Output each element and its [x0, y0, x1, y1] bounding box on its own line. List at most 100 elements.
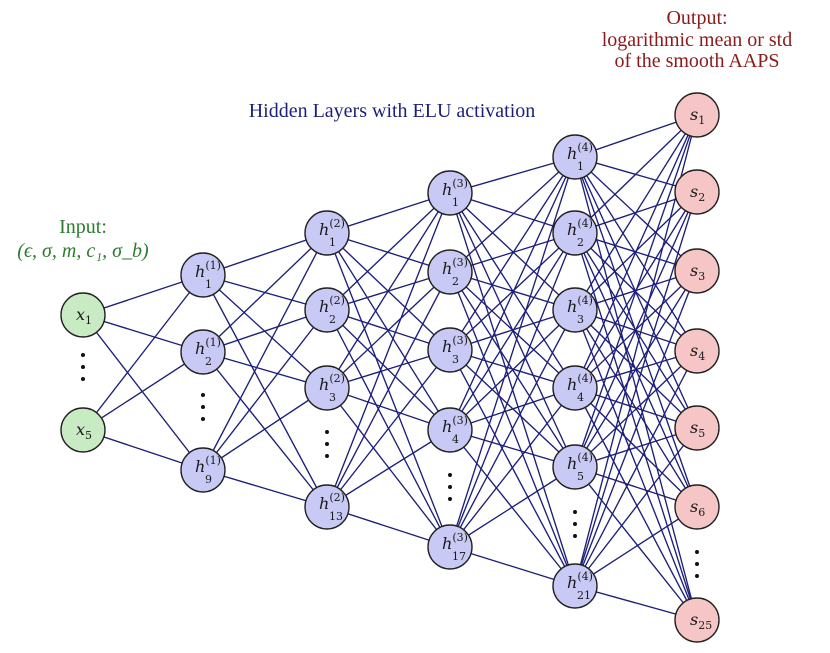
node-layer-superscript: (2): [329, 372, 345, 385]
node-layer-superscript: (4): [577, 372, 593, 385]
ellipsis-dot: [695, 550, 699, 554]
node-h2-h3: h(2)3: [304, 365, 350, 411]
node-circle: [304, 484, 350, 530]
ellipsis-dot: [325, 430, 329, 434]
node-layer-superscript: (4): [577, 451, 593, 464]
edge-h1-2-to-h2-1: [202, 309, 328, 471]
h4-ellipsis: [573, 510, 577, 538]
edge-h1-1-to-h2-0: [202, 232, 328, 353]
node-subscript: 3: [577, 313, 584, 326]
node-h2-h13: h(2)13: [304, 484, 350, 530]
edge-h4-5-to-out-2: [574, 270, 698, 587]
edge-h4-1-to-out-0: [574, 114, 698, 234]
node-subscript: 2: [452, 275, 459, 288]
input-ellipsis: [81, 353, 85, 381]
ellipsis-dot: [573, 522, 577, 526]
edge-h4-2-to-out-6: [574, 309, 698, 621]
node-subscript: 25: [698, 619, 712, 632]
ellipsis-dot: [695, 574, 699, 578]
edge-h4-4-to-out-0: [574, 114, 698, 468]
ellipsis-dot: [201, 417, 205, 421]
node-circle: [674, 169, 720, 215]
edges-group: [82, 114, 698, 621]
input-heading: Input:: [59, 216, 107, 238]
node-subscript: 2: [698, 191, 705, 204]
edge-h4-5-to-out-5: [574, 506, 698, 587]
node-subscript: 9: [205, 473, 212, 486]
node-out-s6: s6: [674, 484, 720, 530]
edge-h4-0-to-out-2: [574, 156, 698, 272]
node-layer-superscript: (1): [205, 259, 221, 272]
node-subscript: 3: [452, 353, 459, 366]
node-subscript: 2: [329, 313, 336, 326]
node-circle: [674, 405, 720, 451]
edge-h2-3-to-h3-1: [326, 271, 451, 508]
node-layer-superscript: (2): [329, 491, 345, 504]
ellipsis-dot: [201, 393, 205, 397]
h3-ellipsis: [448, 473, 452, 501]
edge-h2-3-to-h3-2: [326, 349, 451, 508]
ellipsis-dot: [448, 497, 452, 501]
edge-h2-1-to-h3-0: [326, 192, 451, 311]
node-layer-superscript: (3): [452, 256, 468, 269]
node-circle: [674, 92, 720, 138]
node-circle: [427, 407, 473, 453]
node-subscript: 2: [577, 236, 584, 249]
node-circle: [180, 447, 226, 493]
node-out-s2: s2: [674, 169, 720, 215]
ellipsis-dot: [325, 454, 329, 458]
edge-h4-5-to-out-3: [574, 350, 698, 587]
node-subscript: 5: [698, 427, 705, 440]
input-variables: (ϵ, σ, m, c₁, σ_b): [17, 240, 149, 262]
node-circle: [60, 292, 106, 338]
node-input-x1: x1: [60, 292, 106, 338]
node-circle: [304, 365, 350, 411]
node-subscript: 5: [577, 470, 584, 483]
edge-h4-4-to-out-1: [574, 191, 698, 468]
node-h3-h3: h(3)3: [427, 327, 473, 373]
edge-input-1-to-h1-1: [82, 351, 204, 431]
node-h4-h4: h(4)4: [552, 365, 598, 411]
node-h2-h1: h(2)1: [304, 210, 350, 256]
node-subscript: 21: [577, 589, 591, 602]
node-h1-h1: h(1)1: [180, 252, 226, 298]
node-subscript: 4: [698, 350, 705, 363]
node-subscript: 17: [452, 550, 466, 563]
edge-h3-4-to-h4-3: [449, 387, 576, 548]
node-layer-superscript: (3): [452, 334, 468, 347]
edge-input-1-to-h1-0: [82, 274, 204, 431]
edge-h3-4-to-h4-2: [449, 309, 576, 548]
node-subscript: 1: [85, 314, 92, 327]
node-circle: [674, 597, 720, 643]
node-layer-superscript: (4): [577, 294, 593, 307]
node-layer-superscript: (4): [577, 141, 593, 154]
node-circle: [552, 210, 598, 256]
edge-h3-3-to-h4-0: [449, 156, 576, 431]
node-circle: [427, 170, 473, 216]
node-subscript: 6: [698, 506, 705, 519]
node-subscript: 1: [698, 114, 705, 127]
edge-h4-3-to-out-6: [574, 387, 698, 621]
edge-h2-0-to-h3-3: [326, 232, 451, 431]
node-circle: [60, 407, 106, 453]
node-circle: [304, 210, 350, 256]
edge-h4-3-to-out-0: [574, 114, 698, 389]
node-circle: [552, 287, 598, 333]
node-layer-superscript: (1): [205, 336, 221, 349]
ellipsis-dot: [81, 353, 85, 357]
node-layer-superscript: (4): [577, 570, 593, 583]
node-layer-superscript: (3): [452, 414, 468, 427]
edge-h2-2-to-h3-0: [326, 192, 451, 389]
node-subscript: 1: [577, 160, 584, 173]
node-layer-superscript: (1): [205, 454, 221, 467]
edge-h4-4-to-out-6: [574, 466, 698, 621]
ellipsis-dot: [81, 365, 85, 369]
edge-h2-2-to-h3-4: [326, 387, 451, 548]
edge-h2-2-to-h3-1: [326, 271, 451, 389]
edge-h3-3-to-h4-5: [449, 429, 576, 587]
h2-ellipsis: [325, 430, 329, 458]
ellipsis-group: [81, 353, 699, 578]
edge-h1-2-to-h2-2: [202, 387, 328, 471]
node-subscript: 5: [85, 429, 92, 442]
